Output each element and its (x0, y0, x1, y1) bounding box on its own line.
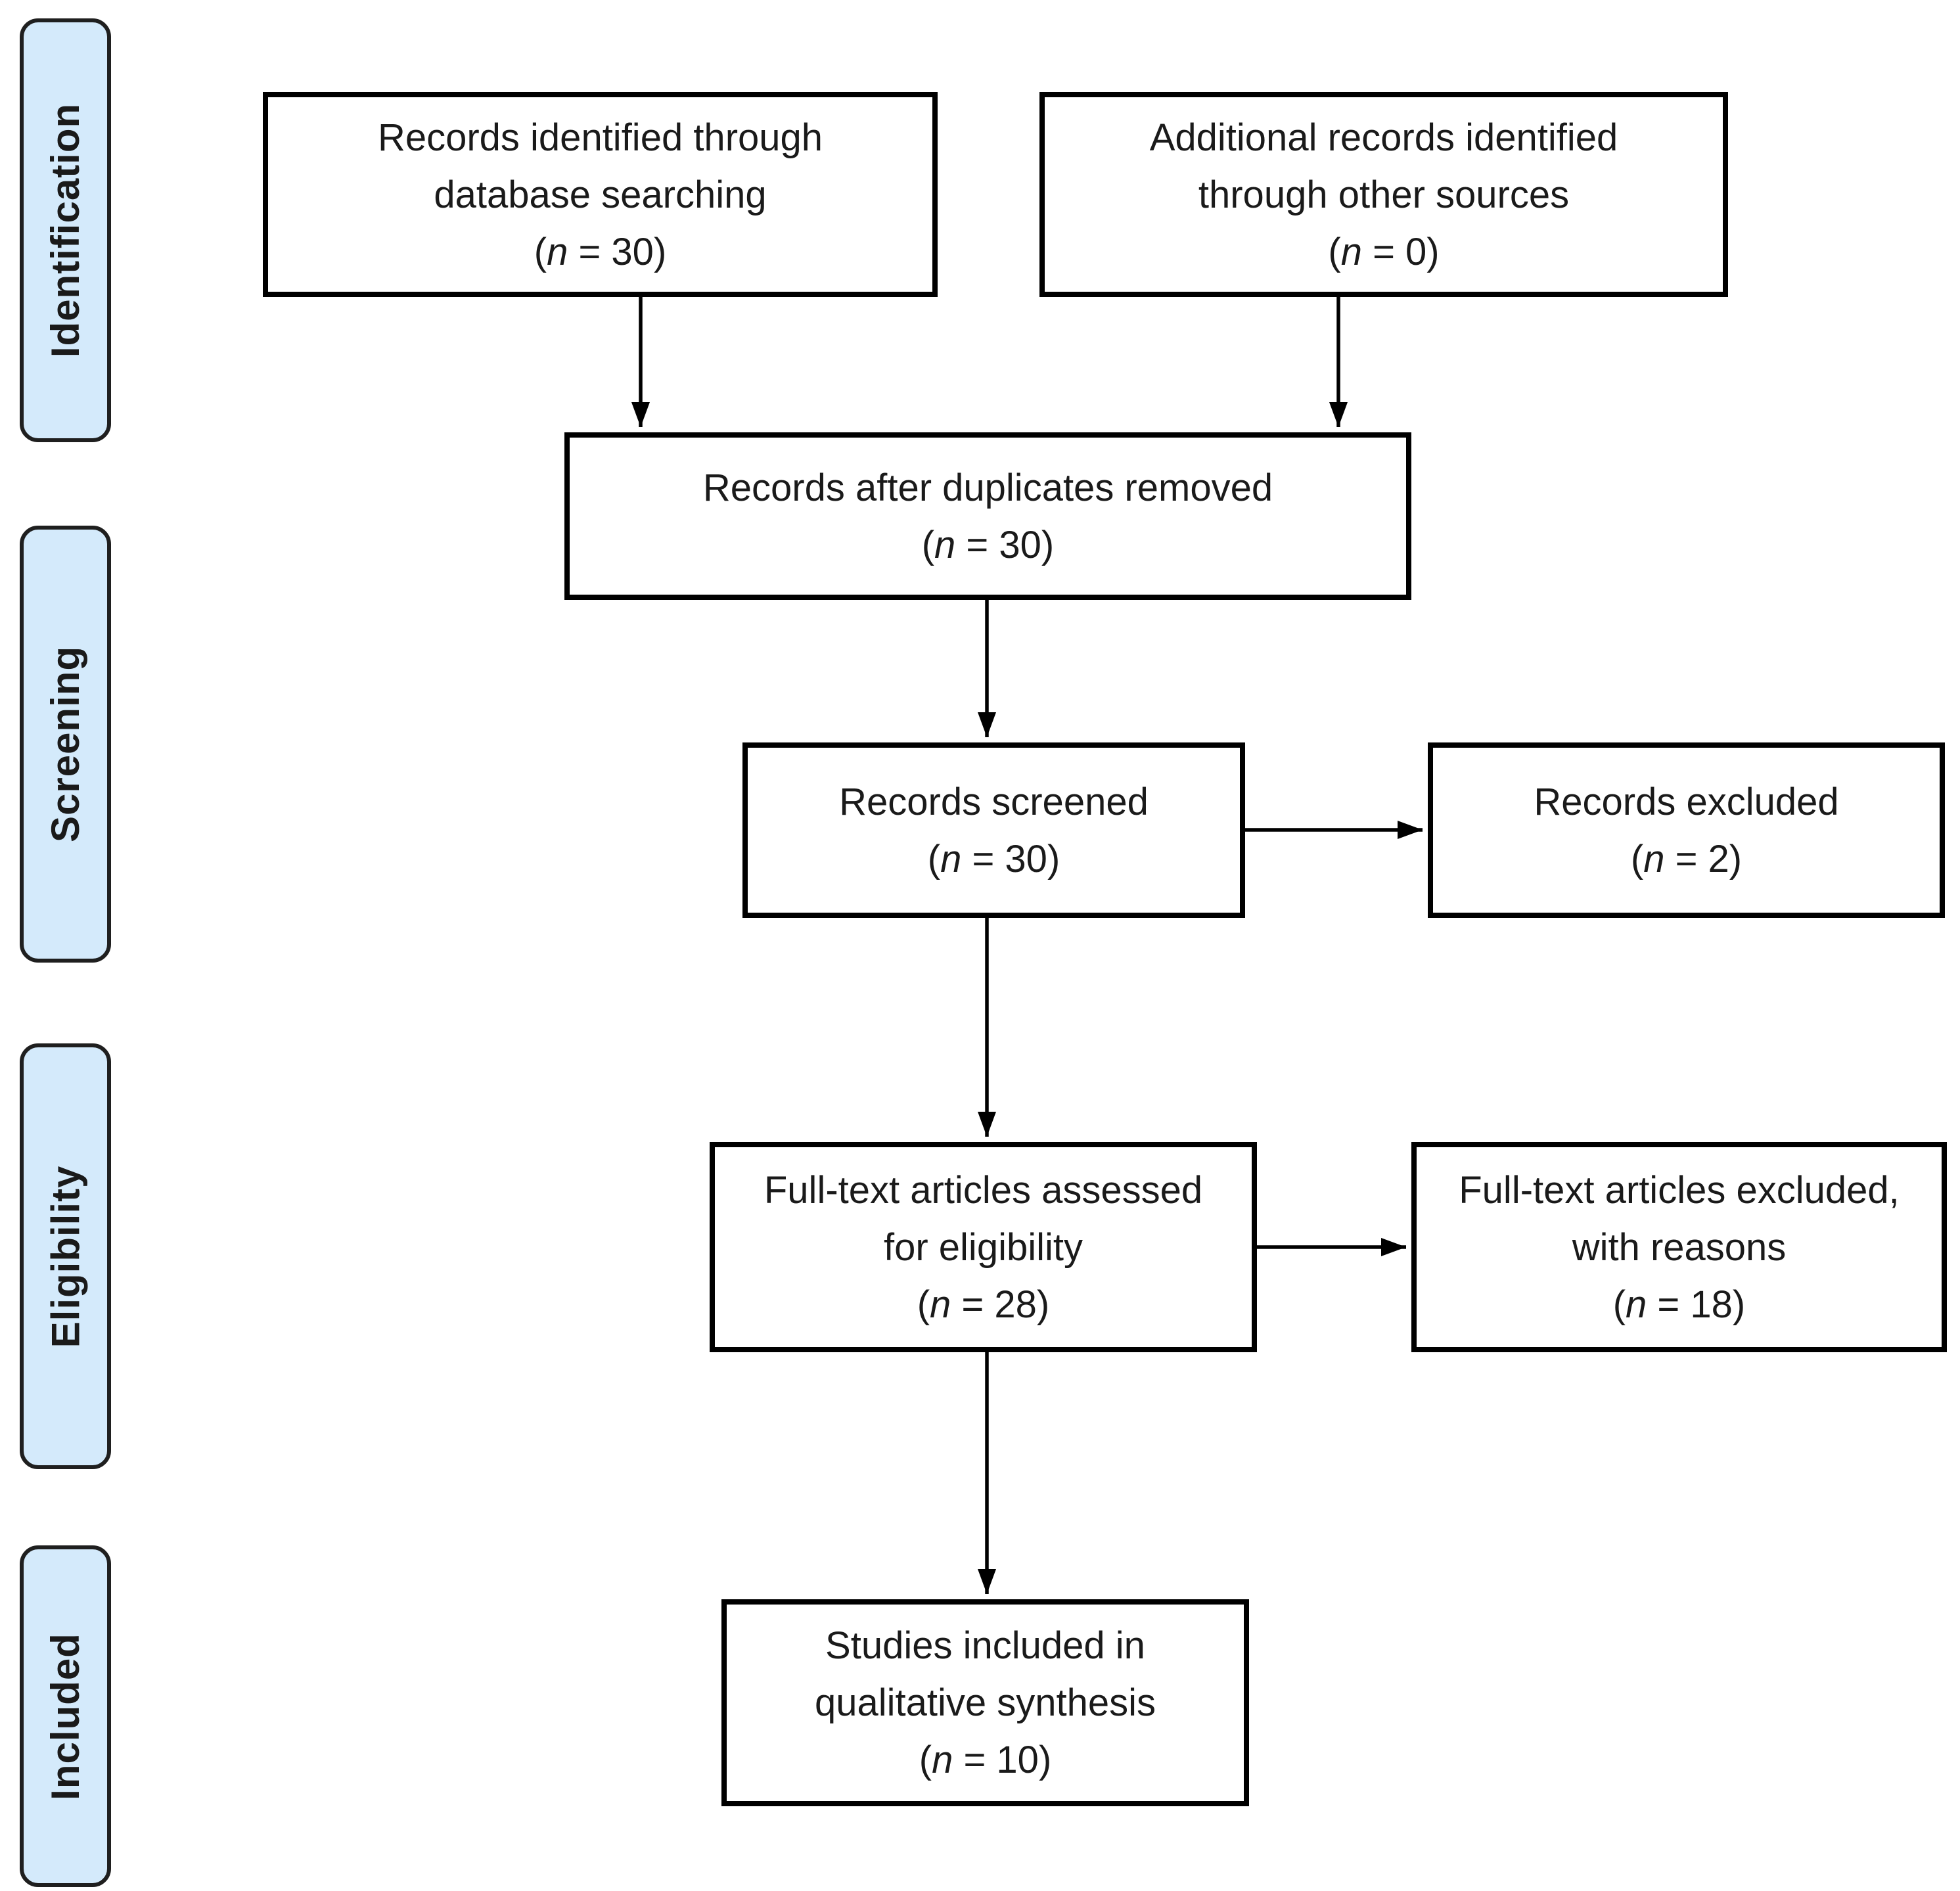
stage-band-identification: Identification (20, 18, 111, 442)
box-fulltext-excluded-count: (n = 18) (1612, 1283, 1746, 1326)
box-fulltext-assessed-count: (n = 28) (917, 1283, 1050, 1326)
box-additional-records-lines: Additional records identified through ot… (1149, 116, 1618, 216)
box-fulltext-assessed: Full-text articles assessed for eligibil… (710, 1142, 1257, 1352)
box-qualitative-synthesis-lines: Studies included in qualitative synthesi… (814, 1624, 1156, 1724)
box-records-excluded-lines: Records excluded (1534, 780, 1839, 823)
box-duplicates-removed-text: Records after duplicates removed (n = 30… (703, 459, 1273, 574)
box-qualitative-synthesis-count: (n = 10) (919, 1739, 1052, 1781)
stage-label-identification: Identification (43, 103, 87, 358)
box-records-screened-text: Records screened (n = 30) (839, 773, 1149, 888)
box-qualitative-synthesis-text: Studies included in qualitative synthesi… (815, 1617, 1156, 1788)
box-records-identified-count: (n = 30) (534, 230, 667, 273)
box-records-excluded-text: Records excluded (n = 2) (1534, 773, 1838, 888)
box-records-screened: Records screened (n = 30) (742, 742, 1245, 918)
stage-label-eligibility: Eligibility (43, 1165, 88, 1348)
box-fulltext-excluded-text: Full-text articles excluded, with reason… (1459, 1162, 1899, 1333)
box-fulltext-assessed-text: Full-text articles assessed for eligibil… (764, 1162, 1202, 1333)
box-records-screened-lines: Records screened (839, 780, 1149, 823)
box-records-identified: Records identified through database sear… (263, 92, 938, 297)
stage-band-included: Included (20, 1545, 111, 1887)
box-records-excluded-count: (n = 2) (1630, 837, 1743, 880)
box-fulltext-excluded: Full-text articles excluded, with reason… (1411, 1142, 1947, 1352)
box-records-identified-lines: Records identified through database sear… (377, 116, 823, 216)
box-records-excluded: Records excluded (n = 2) (1428, 742, 1945, 918)
box-additional-records-count: (n = 0) (1328, 230, 1440, 273)
box-duplicates-removed-lines: Records after duplicates removed (702, 466, 1273, 509)
box-additional-records: Additional records identified through ot… (1039, 92, 1728, 297)
stage-label-included: Included (43, 1632, 87, 1800)
stage-band-screening: Screening (20, 526, 111, 963)
box-additional-records-text: Additional records identified through ot… (1150, 109, 1618, 281)
box-duplicates-removed-count: (n = 30) (921, 523, 1055, 566)
stage-label-screening: Screening (43, 645, 88, 843)
box-qualitative-synthesis: Studies included in qualitative synthesi… (721, 1599, 1249, 1806)
box-records-identified-text: Records identified through database sear… (378, 109, 823, 281)
stage-band-eligibility: Eligibility (20, 1043, 111, 1469)
box-records-screened-count: (n = 30) (927, 837, 1060, 880)
box-fulltext-excluded-lines: Full-text articles excluded, with reason… (1459, 1168, 1900, 1269)
box-fulltext-assessed-lines: Full-text articles assessed for eligibil… (763, 1168, 1203, 1269)
box-duplicates-removed: Records after duplicates removed (n = 30… (564, 432, 1411, 600)
